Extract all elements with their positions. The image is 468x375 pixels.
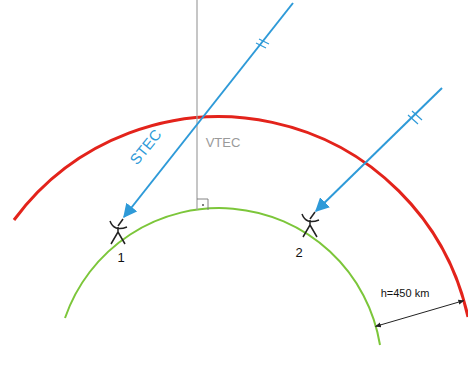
break-mark xyxy=(256,39,422,124)
right-angle-dot xyxy=(202,204,204,206)
earth-surface xyxy=(65,208,380,345)
receiver-antenna xyxy=(110,219,127,244)
right-angle-mark xyxy=(197,199,208,210)
vertical-label: VTEC xyxy=(206,136,241,150)
ionosphere-shell xyxy=(14,117,468,317)
receiver-antenna xyxy=(302,212,319,237)
receiver-number: 1 xyxy=(117,251,124,265)
signal-ray xyxy=(124,3,293,217)
height-dimension xyxy=(376,301,464,327)
receiver-number: 2 xyxy=(295,246,302,260)
height-label: h=450 km xyxy=(381,287,430,299)
vertical-line xyxy=(196,0,197,210)
signal-ray xyxy=(316,88,442,211)
